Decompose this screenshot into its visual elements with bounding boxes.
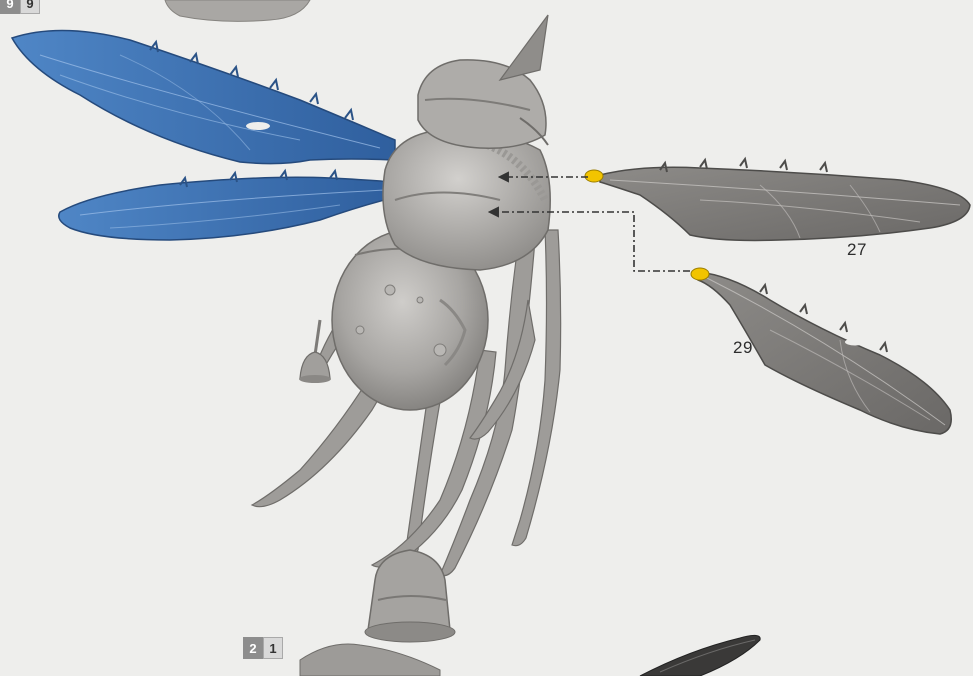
bell-base xyxy=(300,550,455,676)
insect-head xyxy=(418,15,548,148)
blue-wing-lower xyxy=(59,171,392,240)
insect-thorax xyxy=(383,130,550,270)
wing-part-29 xyxy=(691,268,951,434)
dark-wing-fragment xyxy=(640,635,760,676)
step-badge-bottom: 2 1 xyxy=(243,637,283,659)
wing-part-27 xyxy=(585,159,970,240)
step-badge-bottom-right: 1 xyxy=(263,637,283,659)
step-badge-top-right: 9 xyxy=(20,0,40,14)
step-badge-top-left: 9 xyxy=(0,0,20,14)
part-number-27: 27 xyxy=(847,240,867,260)
blue-wing-upper xyxy=(12,30,395,163)
part-number-29: 29 xyxy=(733,338,753,358)
base-fragment-top xyxy=(165,0,310,21)
step-badge-top: 9 9 xyxy=(0,0,40,14)
step-badge-bottom-left: 2 xyxy=(243,637,263,659)
